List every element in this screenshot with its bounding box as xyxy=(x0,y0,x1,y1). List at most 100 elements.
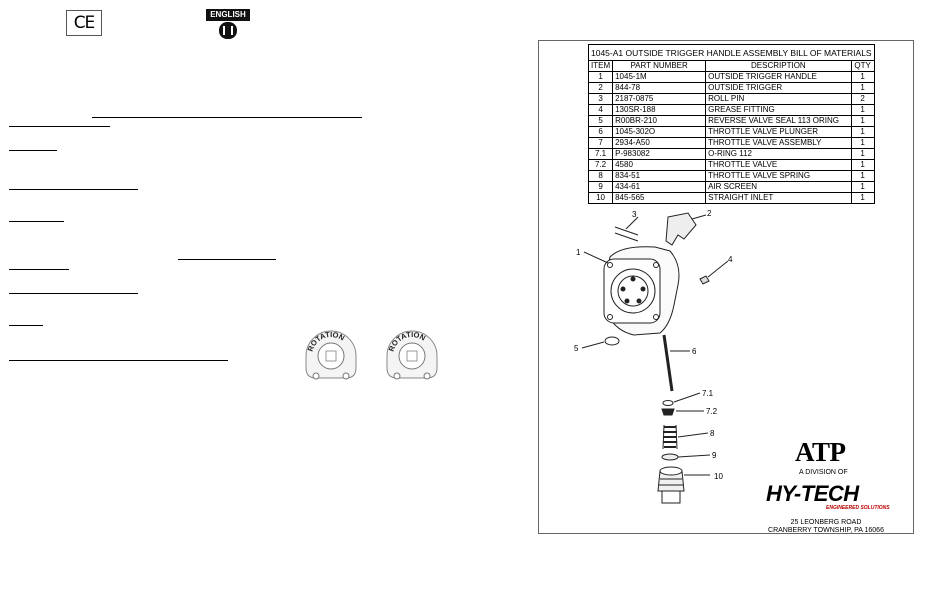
rotation-icon-right: ROTATION xyxy=(386,330,438,380)
underline-rule xyxy=(92,117,362,118)
description-cell: THROTTLE VALVE SPRING xyxy=(705,170,852,182)
parts-sheet-frame xyxy=(538,40,914,534)
item-cell: 5 xyxy=(587,115,614,127)
part-cell: 2187-0875 xyxy=(612,93,707,105)
callout-label: 1 xyxy=(576,248,581,257)
company-logo: ATP xyxy=(795,437,846,467)
description-cell: OUTSIDE TRIGGER xyxy=(705,82,852,94)
leader-line xyxy=(691,214,707,220)
description-cell: AIR SCREEN xyxy=(705,181,852,193)
qty-cell: 1 xyxy=(850,181,875,193)
part-cell: P-983082 xyxy=(612,148,707,160)
qty-cell: 1 xyxy=(850,115,875,127)
leader-line xyxy=(583,251,609,264)
bom-title: 1045-A1 OUTSIDE TRIGGER HANDLE ASSEMBLY … xyxy=(588,44,875,61)
description-cell: OUTSIDE TRIGGER HANDLE xyxy=(705,71,852,83)
language-label: ENGLISH xyxy=(206,9,250,21)
underline-rule xyxy=(9,126,110,127)
callout-label: 2 xyxy=(707,209,712,218)
column-header-item: ITEM xyxy=(587,60,614,72)
item-cell: 4 xyxy=(587,104,614,116)
item-cell: 3 xyxy=(587,93,614,105)
underline-rule xyxy=(9,221,64,222)
part-cell: 130SR-188 xyxy=(612,104,707,116)
callout-label: 9 xyxy=(712,451,717,460)
roll-pin xyxy=(614,226,639,236)
underline-rule xyxy=(9,360,228,361)
part-cell: 1045-1M xyxy=(612,71,707,83)
part-cell: 4580 xyxy=(612,159,707,171)
leader-line xyxy=(677,432,709,438)
item-cell: 7.1 xyxy=(587,148,614,160)
callout-label: 7.2 xyxy=(706,407,718,416)
item-cell: 7.2 xyxy=(587,159,614,171)
part-cell: 434-61 xyxy=(612,181,707,193)
qty-cell: 1 xyxy=(850,137,875,149)
handle-face-ring xyxy=(610,268,656,314)
item-cell: 1 xyxy=(587,71,614,83)
parent-company-logo: HY-TECH xyxy=(766,481,859,506)
callout-label: 7.1 xyxy=(702,389,714,398)
part-cell: 2934-A50 xyxy=(612,137,707,149)
part-cell: 845-565 xyxy=(612,192,707,204)
roll-pin xyxy=(614,232,639,242)
item-cell: 8 xyxy=(587,170,614,182)
callout-label: 4 xyxy=(728,255,733,264)
leader-line xyxy=(581,341,605,349)
manual-book-icon xyxy=(219,22,237,39)
qty-cell: 1 xyxy=(850,82,875,94)
qty-cell: 1 xyxy=(850,126,875,138)
outside-trigger xyxy=(665,212,697,246)
column-header-description: DESCRIPTION xyxy=(705,60,852,72)
description-cell: THROTTLE VALVE xyxy=(705,159,852,171)
tagline: ENGINEERED SOLUTIONS xyxy=(826,505,890,511)
o-ring-112 xyxy=(662,400,674,406)
item-cell: 2 xyxy=(587,82,614,94)
qty-cell: 1 xyxy=(850,104,875,116)
bill-of-materials-table: 1045-A1 OUTSIDE TRIGGER HANDLE ASSEMBLY … xyxy=(587,44,875,204)
address-line: 25 LEONBERG ROAD xyxy=(790,519,862,526)
description-cell: STRAIGHT INLET xyxy=(705,192,852,204)
underline-rule xyxy=(9,189,138,190)
qty-cell: 1 xyxy=(850,159,875,171)
air-screen xyxy=(661,453,679,461)
company-address: 25 LEONBERG ROAD CRANBERRY TOWNSHIP, PA … xyxy=(766,519,886,535)
callout-label: 10 xyxy=(714,472,723,481)
callout-label: 3 xyxy=(632,210,637,219)
description-cell: ROLL PIN xyxy=(705,93,852,105)
column-header-part-number: PART NUMBER xyxy=(612,60,707,72)
item-cell: 9 xyxy=(587,181,614,193)
description-cell: THROTTLE VALVE PLUNGER xyxy=(705,126,852,138)
leader-line xyxy=(673,392,701,403)
qty-cell: 2 xyxy=(850,93,875,105)
callout-label: 5 xyxy=(574,344,579,353)
qty-cell: 1 xyxy=(850,192,875,204)
underline-rule xyxy=(9,293,138,294)
item-cell: 10 xyxy=(587,192,614,204)
address-line: CRANBERRY TOWNSHIP, PA 16066 xyxy=(768,527,884,534)
straight-inlet xyxy=(657,466,685,504)
ce-mark: CE xyxy=(66,10,102,36)
description-cell: THROTTLE VALVE ASSEMBLY xyxy=(705,137,852,149)
leader-line xyxy=(707,260,729,278)
description-cell: GREASE FITTING xyxy=(705,104,852,116)
throttle-valve-spring xyxy=(662,424,678,450)
part-cell: 834-51 xyxy=(612,170,707,182)
underline-rule xyxy=(178,259,276,260)
part-cell: 844-78 xyxy=(612,82,707,94)
throttle-valve xyxy=(661,408,675,416)
qty-cell: 1 xyxy=(850,170,875,182)
description-cell: REVERSE VALVE SEAL 113 ORING xyxy=(705,115,852,127)
underline-rule xyxy=(9,325,43,326)
